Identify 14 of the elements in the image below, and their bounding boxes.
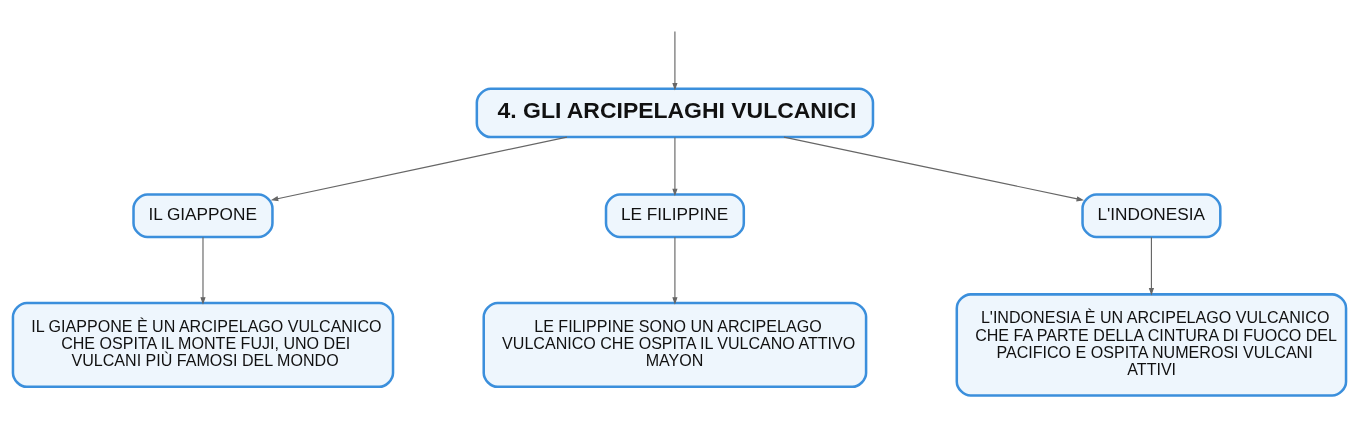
arrow <box>270 136 568 202</box>
node-box: L'INDONESIA È UN ARCIPELAGO VULCANICO CHE FA PARTE DELLA CINTURA DI FUOCO DEL PACIFICO E OSPITA NUMEROSI VULCANI ATTIVI <box>955 293 1348 397</box>
node-box: 4. GLI ARCIPELAGHI VULCANICI <box>475 87 875 139</box>
arrow <box>672 30 678 91</box>
arrow <box>200 236 206 305</box>
arrow <box>672 136 678 197</box>
arrow <box>783 136 1084 202</box>
node-box: LE FILIPPINE SONO UN ARCIPELAGO VULCANICO CHE OSPITA IL VULCANO ATTIVO MAYON <box>482 301 868 389</box>
node-box: IL GIAPPONE È UN ARCIPELAGO VULCANICO CHE OSPITA IL MONTE FUJI, UNO DEI VULCANI PIÙ FAMOSI DEL MONDO <box>11 301 395 389</box>
node-box: IL GIAPPONE <box>132 193 274 239</box>
node-box: L'INDONESIA <box>1081 193 1222 239</box>
node-box: LE FILIPPINE <box>604 193 746 239</box>
arrow <box>1148 236 1155 296</box>
arrow <box>672 236 678 305</box>
